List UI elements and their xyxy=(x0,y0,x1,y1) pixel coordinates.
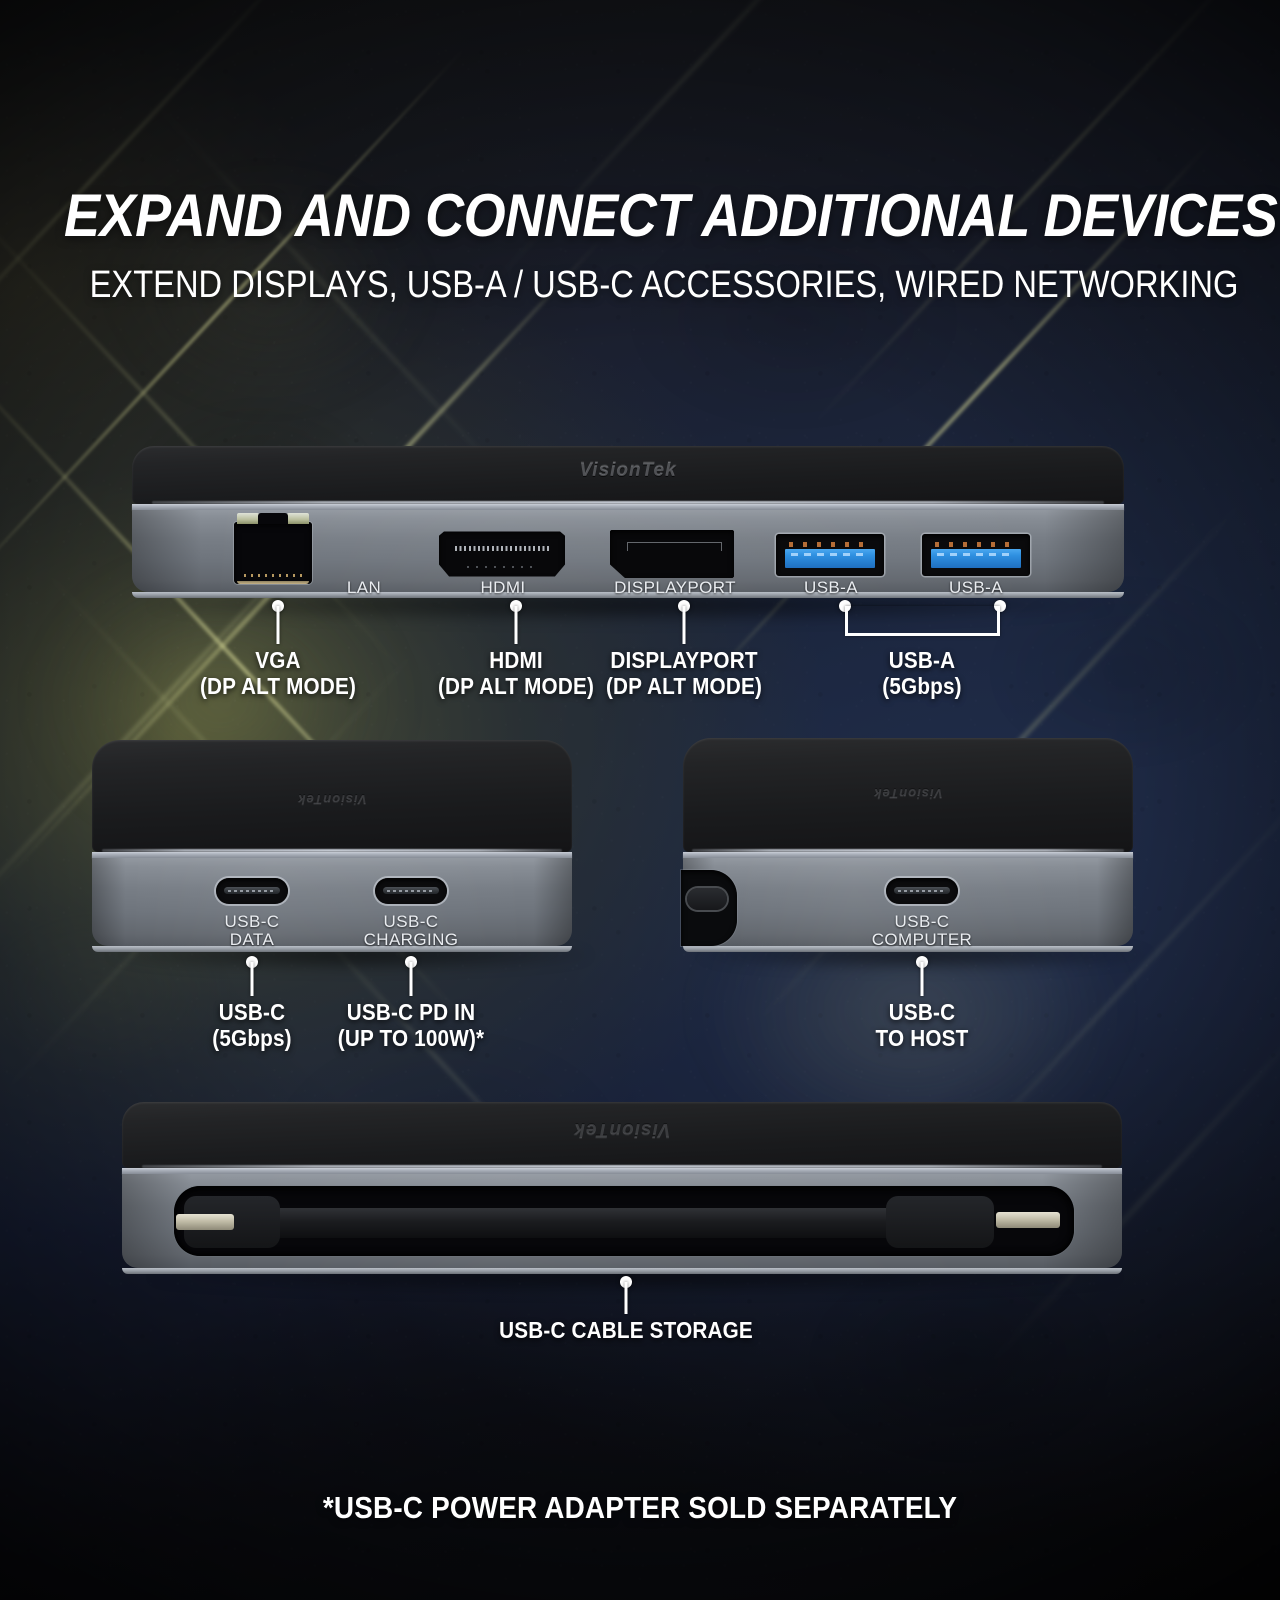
rj45-lower-lip xyxy=(237,581,309,584)
silk-label-usb-c-data: USB-C DATA xyxy=(224,912,280,950)
port-displayport xyxy=(610,530,734,578)
callout-usb-c-pd-line-1: USB-C PD IN xyxy=(346,999,476,1025)
hdmi-contact-pins xyxy=(455,546,549,552)
brand-logo-bottom: VisionTek xyxy=(573,1119,671,1140)
callout-usb-a-bracket xyxy=(845,606,1000,636)
silk-label-usb-c-computer: USB-C COMPUTER xyxy=(871,912,973,950)
left-panel-base xyxy=(92,946,572,952)
brand-logo-right: VisionTek xyxy=(873,786,943,801)
usb-c-data-tongue xyxy=(223,887,281,895)
cable-tip-left xyxy=(176,1214,234,1230)
callout-hdmi-line-2: (DP ALT MODE) xyxy=(437,672,595,699)
callout-vga-line-2: (DP ALT MODE) xyxy=(199,672,357,699)
callout-usb-c-pd-line-2: (UP TO 100W)* xyxy=(337,1024,485,1051)
callout-usb-c-data-line-2: (5Gbps) xyxy=(212,1024,292,1051)
usb-a-1-contacts xyxy=(791,553,869,557)
usb-a-1-blue-insert xyxy=(784,549,876,569)
usb-a-2-top-pins xyxy=(934,542,1018,548)
device-cable-storage-panel: VisionTek xyxy=(122,1102,1122,1274)
callout-vga-line-1: VGA xyxy=(255,647,301,673)
silk-usb-c-data-line-1: USB-C xyxy=(224,912,280,931)
callout-displayport-line-2: (DP ALT MODE) xyxy=(605,672,763,699)
header-block: EXPAND AND CONNECT ADDITIONAL DEVICES EX… xyxy=(0,182,1280,306)
page-title: EXPAND AND CONNECT ADDITIONAL DEVICES xyxy=(64,182,1278,249)
rj45-led-left xyxy=(237,513,259,524)
usb-a-1-top-pins xyxy=(788,542,872,548)
port-usb-c-data xyxy=(216,878,288,904)
device-rear-io-panel: VisionTek xyxy=(132,446,1124,598)
callout-usb-a-line-1: USB-A xyxy=(888,647,956,673)
hdmi-lower-pins xyxy=(466,566,538,569)
callout-hdmi-line-1: HDMI xyxy=(489,647,543,673)
silk-label-usb-a-2: USB-A xyxy=(949,578,1003,597)
rj45-led-right xyxy=(287,513,309,524)
callout-usb-c-data-line-1: USB-C xyxy=(218,999,286,1025)
silk-usb-c-computer-line-1: USB-C xyxy=(894,912,950,931)
brand-logo-left: VisionTek xyxy=(297,792,367,807)
silk-usb-c-data-line-2: DATA xyxy=(229,930,275,950)
port-hdmi xyxy=(439,531,565,577)
port-usb-a-2 xyxy=(922,534,1030,576)
usb-c-charging-tongue xyxy=(382,887,440,895)
brand-logo: VisionTek xyxy=(579,460,677,481)
bottom-panel-base xyxy=(122,1268,1122,1274)
usb-a-2-blue-insert xyxy=(930,549,1022,569)
silk-label-usb-a-1: USB-A xyxy=(804,578,858,597)
callout-cable-storage-line-1: USB-C CABLE STORAGE xyxy=(499,1317,753,1343)
left-panel-top-shell: VisionTek xyxy=(92,740,572,852)
footnote-text: *USB-C POWER ADAPTER SOLD SEPARATELY xyxy=(322,1490,958,1525)
displayport-inner-bar xyxy=(627,542,722,552)
usb-a-2-contacts xyxy=(937,553,1015,557)
silk-label-lan: LAN xyxy=(346,578,382,597)
device-left-io-panel: VisionTek xyxy=(92,740,572,952)
right-panel-top-shell: VisionTek xyxy=(683,738,1133,852)
port-usb-c-computer xyxy=(886,878,958,904)
cable-tip-right xyxy=(996,1212,1060,1228)
silk-usb-c-charging-line-1: USB-C xyxy=(383,912,439,931)
cable-exit-notch xyxy=(681,870,737,946)
callout-usb-c-host-line-1: USB-C xyxy=(888,999,956,1025)
silk-label-hdmi: HDMI xyxy=(480,578,526,597)
cable-run-main xyxy=(216,1208,956,1238)
port-rj45-lan xyxy=(234,513,312,584)
bottom-panel-top-shell: VisionTek xyxy=(122,1102,1122,1168)
rear-panel-top-shell: VisionTek xyxy=(132,446,1124,504)
cable-storage-channel xyxy=(174,1186,1074,1256)
usb-c-computer-tongue xyxy=(893,887,951,895)
callout-usb-c-host-line-2: TO HOST xyxy=(875,1024,969,1051)
port-usb-a-1 xyxy=(776,534,884,576)
rj45-contact-pins xyxy=(244,574,302,577)
rj45-clip-notch xyxy=(258,513,288,524)
silk-usb-c-charging-line-2: CHARGING xyxy=(363,930,459,950)
callout-usb-a-line-2: (5Gbps) xyxy=(882,672,962,699)
silk-label-displayport: DISPLAYPORT xyxy=(614,578,736,597)
port-usb-c-charging xyxy=(375,878,447,904)
silk-usb-c-computer-line-2: COMPUTER xyxy=(871,930,973,950)
page-subtitle: EXTEND DISPLAYS, USB-A / USB-C ACCESSORI… xyxy=(89,264,1239,306)
callout-displayport-line-1: DISPLAYPORT xyxy=(610,647,758,673)
cable-exit-notch-inner xyxy=(687,888,727,910)
cable-plug-right xyxy=(886,1196,994,1248)
left-panel-body xyxy=(92,858,572,946)
silk-label-usb-c-charging: USB-C CHARGING xyxy=(363,912,459,950)
